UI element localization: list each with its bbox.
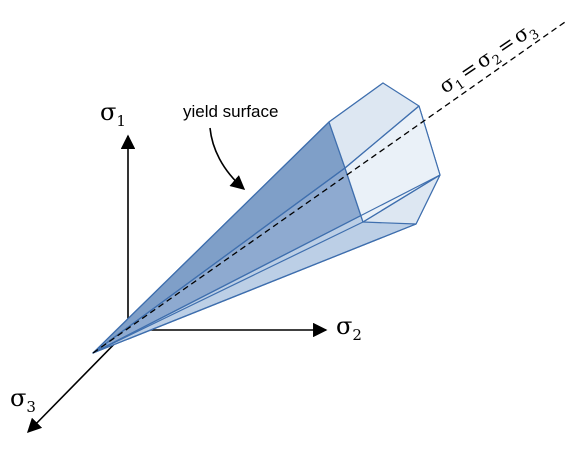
cap-edge [344,105,420,169]
cone-ridge-5 [92,174,441,354]
yield-surface-pointer [209,127,246,190]
hydrostatic-label: σ1=σ2=σ3 [434,16,542,101]
yield-surface-label: yield surface [183,102,278,121]
yield-cone [92,82,441,354]
sigma3-label: σ3 [10,384,36,416]
cone-ridge-2 [92,167,346,354]
svg-text:σ1=σ2=σ3: σ1=σ2=σ3 [434,16,542,101]
sigma3-axis [26,329,129,434]
cone-ridge-3 [92,221,364,354]
hydrostatic-axis [92,21,566,354]
cone-ridge-4 [92,223,417,354]
sigma1-label: σ1 [100,98,126,130]
sigma2-label: σ2 [336,312,362,344]
cap-edge-lower [362,174,441,223]
cone-ridge-1 [92,121,330,354]
